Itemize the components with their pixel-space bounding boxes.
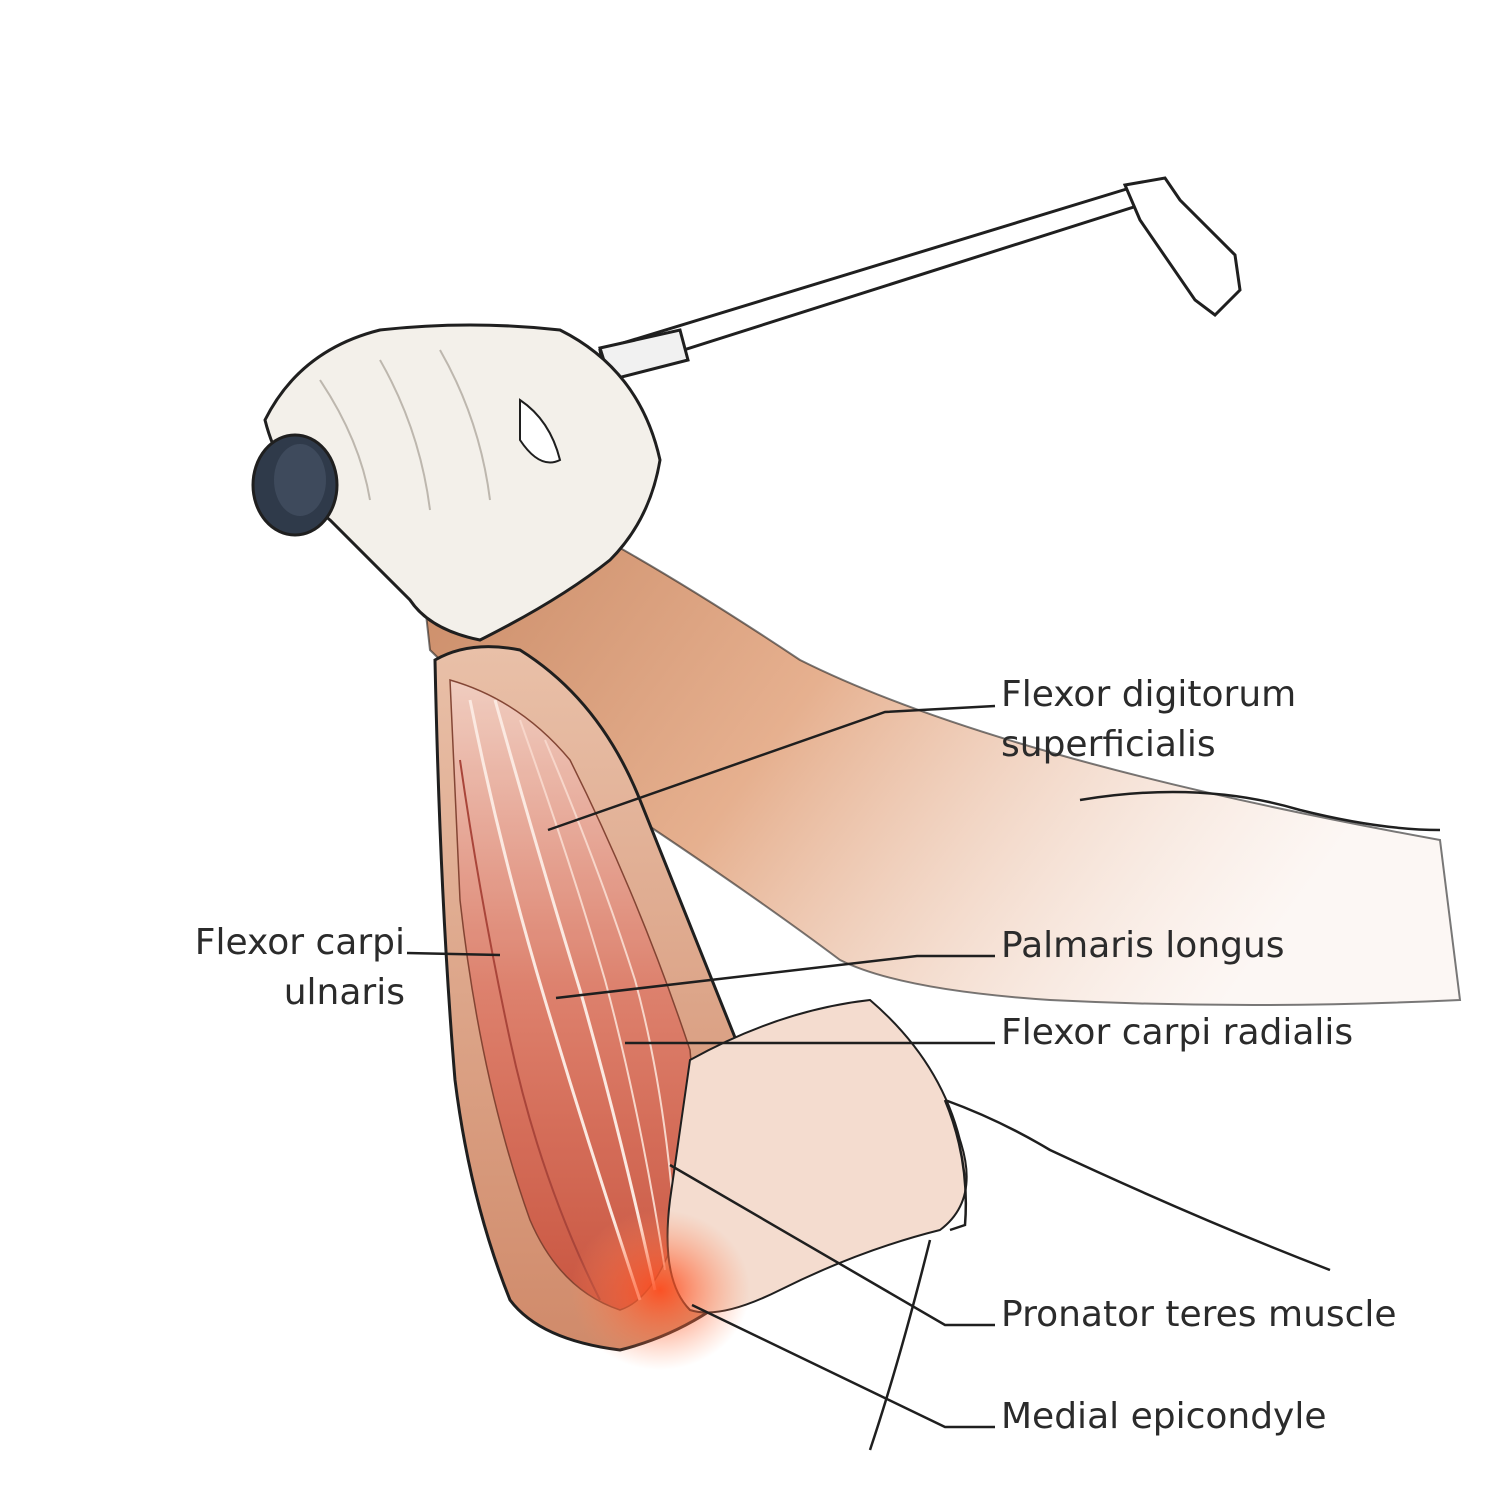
label-palmaris: Palmaris longus <box>1001 925 1285 966</box>
leader-lines <box>406 704 996 1429</box>
label-pronator: Pronator teres muscle <box>1001 1294 1397 1335</box>
gloved-hand <box>263 323 662 642</box>
label-fds-line1: Flexor digitorum <box>1001 674 1297 715</box>
leader-pronator <box>669 1163 995 1327</box>
label-fcr: Flexor carpi radialis <box>1001 1012 1354 1053</box>
leader-fds <box>547 704 996 832</box>
shirt-outline <box>868 790 1441 1451</box>
label-fcu-line2: ulnaris <box>283 972 405 1013</box>
label-fcu-line1: Flexor carpi <box>194 922 405 963</box>
label-epicondyle: Medial epicondyle <box>1001 1396 1327 1437</box>
upper-arm <box>418 503 1462 1006</box>
label-fds-line2: superficialis <box>1001 724 1216 765</box>
golf-club <box>598 176 1242 382</box>
leader-epicondyle <box>691 1303 995 1429</box>
pain-glow <box>570 1210 750 1370</box>
leader-fcu <box>406 951 501 957</box>
leader-palmaris <box>555 954 995 1000</box>
